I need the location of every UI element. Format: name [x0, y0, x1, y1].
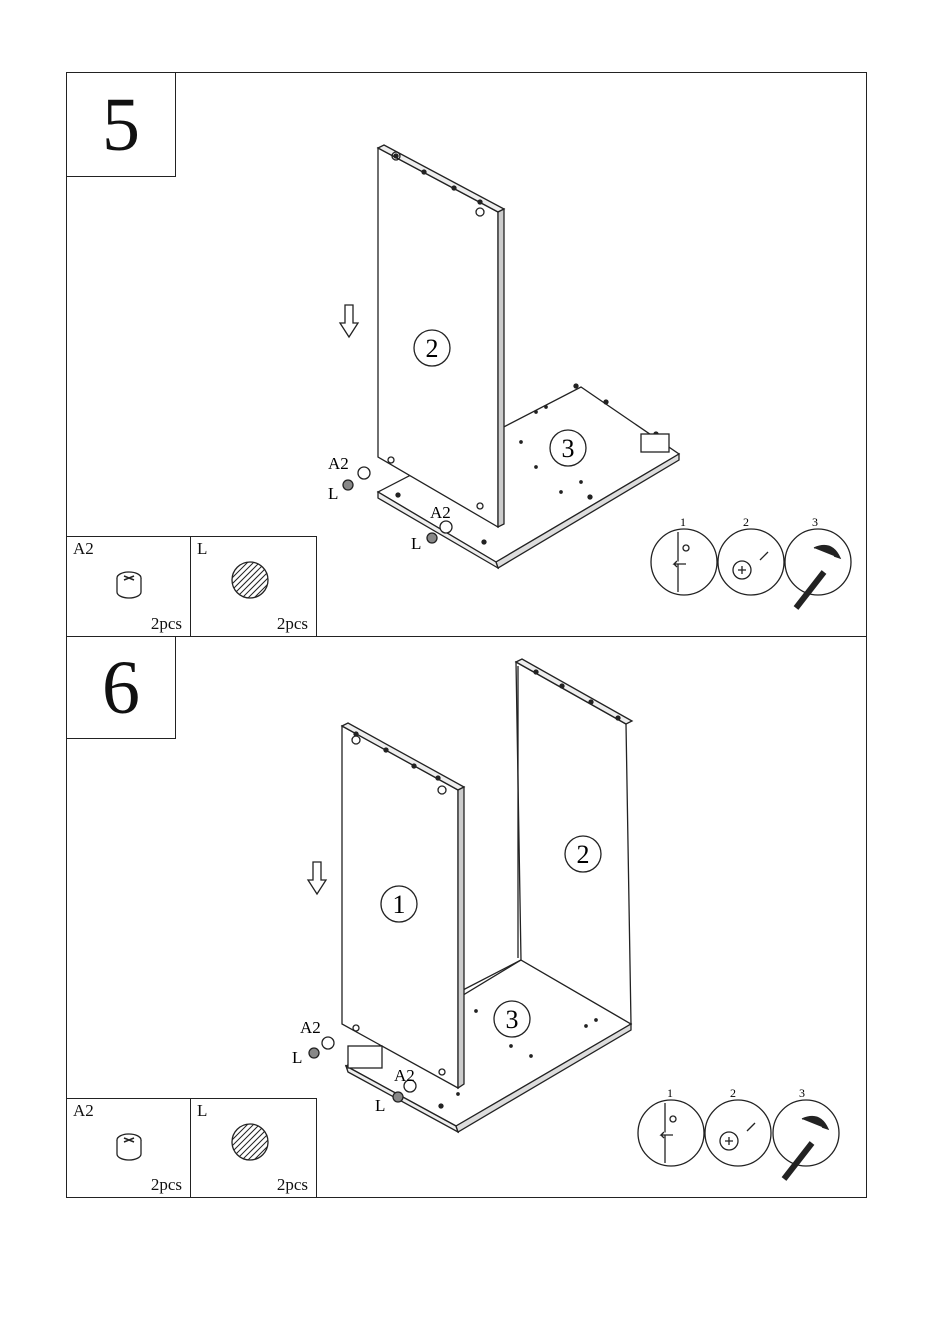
substep-1-num: 1 — [667, 1086, 673, 1100]
callout-l: L — [328, 484, 338, 503]
substep-2-icon — [718, 529, 784, 595]
part-qty: 2pcs — [277, 614, 308, 634]
panel-2-label: 2 — [426, 334, 439, 363]
callout-a2: A2 — [328, 454, 349, 473]
panel-2-label: 2 — [577, 840, 590, 869]
wooden-dowel-icon — [229, 1121, 271, 1163]
substep-3-icon — [773, 1100, 839, 1166]
substep-1-icon — [651, 529, 717, 595]
callout-l: L — [375, 1096, 385, 1115]
panel-3-label: 3 — [562, 434, 575, 463]
substep-1-icon — [638, 1100, 704, 1166]
substep-2-num: 2 — [730, 1086, 736, 1100]
substep-3-icon — [785, 529, 851, 595]
wooden-dowel-icon — [229, 559, 271, 601]
part-cell-l: L 2pcs — [190, 536, 317, 637]
panel-3-label: 3 — [506, 1005, 519, 1034]
part-code: L — [197, 1101, 207, 1121]
cam-lock-icon — [111, 1131, 147, 1165]
substep-3-num: 3 — [799, 1086, 805, 1100]
cam-lock-icon — [111, 569, 147, 603]
part-cell-a2: A2 2pcs — [66, 536, 191, 637]
panel-1-label: 1 — [393, 890, 406, 919]
part-code: A2 — [73, 1101, 94, 1121]
substep-3-num: 3 — [812, 515, 818, 529]
part-cell-a2: A2 2pcs — [66, 1098, 191, 1198]
substep-1-num: 1 — [680, 515, 686, 529]
part-code: A2 — [73, 539, 94, 559]
part-qty: 2pcs — [151, 614, 182, 634]
down-arrow-icon — [308, 862, 326, 894]
substep-2-num: 2 — [743, 515, 749, 529]
part-code: L — [197, 539, 207, 559]
part-qty: 2pcs — [277, 1175, 308, 1195]
substep-2-icon — [705, 1100, 771, 1166]
callout-l: L — [292, 1048, 302, 1067]
part-qty: 2pcs — [151, 1175, 182, 1195]
part-cell-l: L 2pcs — [190, 1098, 317, 1198]
callout-a2: A2 — [394, 1066, 415, 1085]
callout-a2: A2 — [300, 1018, 321, 1037]
callout-a2: A2 — [430, 503, 451, 522]
callout-l: L — [411, 534, 421, 553]
down-arrow-icon — [340, 305, 358, 337]
